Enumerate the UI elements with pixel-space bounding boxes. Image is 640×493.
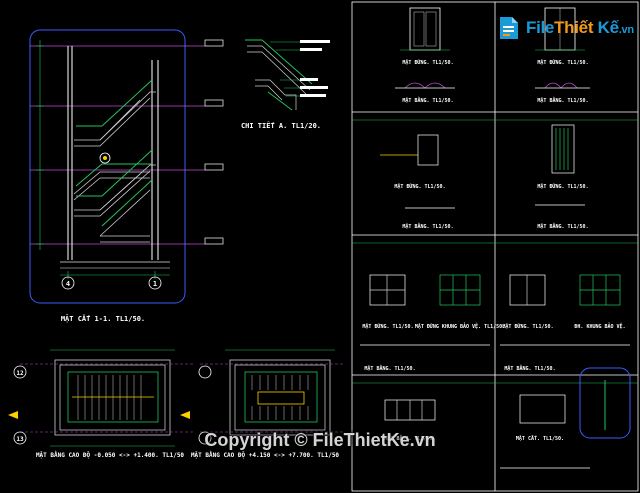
logo-brand-suffix: .vn xyxy=(618,24,634,36)
door-plans xyxy=(395,82,590,89)
sheet-label-mat-bang-1: MẶT BẰNG. TL1/50. xyxy=(402,96,453,104)
section-frame xyxy=(29,29,186,304)
plan-grid-bubbles xyxy=(13,365,212,445)
sheet-headers xyxy=(352,119,638,384)
window-elevations xyxy=(360,274,630,346)
sheet-label-khung-2: ĐH. KHUNG BẢO VỆ. xyxy=(574,322,625,330)
logo-brand-part2: Thiết xyxy=(554,18,594,37)
grid-label-1: 1 xyxy=(153,280,157,288)
plan-low xyxy=(20,349,195,447)
panel-details xyxy=(380,124,585,209)
detail-a-notes xyxy=(300,40,330,97)
bottom-details xyxy=(384,367,631,469)
sheet-label-mat-dung-2: MẶT ĐỨNG. TL1/50. xyxy=(537,59,588,66)
sheet-label-mat-bang-6: MẶT BẰNG. TL1/50. xyxy=(504,364,555,372)
section-level-lines xyxy=(30,45,205,245)
section-arrows xyxy=(8,411,190,419)
level-markers xyxy=(204,39,224,245)
sheet-label-mat-cat: MẶT CẮT. TL1/50. xyxy=(516,435,564,442)
sheet-label-mat-dung-3: MẶT ĐỨNG. TL1/50. xyxy=(394,183,445,190)
sheet-label-mat-dung-6: MẶT ĐỨNG. TL1/50. xyxy=(502,323,553,330)
logo-brand-part1: File xyxy=(526,18,555,37)
sheet-label-mat-dung-5: MẶT ĐỨNG. TL1/50. xyxy=(362,323,413,330)
plan-high-title: MẶT BẰNG CAO ĐỘ +4.150 <-> +7.700. TL1/5… xyxy=(191,451,339,459)
plan-high xyxy=(200,349,345,436)
section-handrails xyxy=(75,79,153,227)
door-elevations xyxy=(400,7,585,51)
section-stair-flights xyxy=(73,91,156,243)
sheet-label-mat-bang-5: MẶT BẰNG. TL1/50. xyxy=(364,364,415,372)
sheet-label-mat-dung-4: MẶT ĐỨNG. TL1/50. xyxy=(537,183,588,190)
sheet-label-mat-bang-7: MẶT BẰNG. TL1/50. xyxy=(384,434,435,442)
section-title: MẶT CẮT 1-1. TL1/50. xyxy=(61,314,145,323)
grid-label-13: 13 xyxy=(16,436,24,443)
filethietke-logo: FileThiết Kế.vn xyxy=(498,10,636,46)
logo-brand-part3: Kế xyxy=(593,18,619,37)
grid-label-12: 12 xyxy=(16,370,24,377)
sheet-grid xyxy=(351,1,639,492)
logo-text: FileThiết Kế.vn xyxy=(526,18,634,38)
detail-a-rails xyxy=(245,39,313,111)
logo-icon xyxy=(498,15,520,41)
section-grid-bubbles xyxy=(61,276,162,290)
grid-label-4: 4 xyxy=(66,280,70,288)
sheet-label-mat-bang-3: MẶT BẰNG. TL1/50. xyxy=(402,222,453,230)
detail-a-callout xyxy=(99,152,111,164)
detail-a-leaders xyxy=(270,41,300,97)
detail-title: CHI TIẾT A. TL1/20. xyxy=(241,121,321,130)
plan-low-title: MẶT BẰNG CAO ĐỘ -0.050 <-> +1.400. TL1/5… xyxy=(36,451,184,459)
copyright-watermark: Copyright © FileThietKe.vn xyxy=(204,430,436,450)
sheet-label-mat-bang-2: MẶT BẰNG. TL1/50. xyxy=(537,96,588,104)
sheet-label-mat-dung-1: MẶT ĐỨNG. TL1/50. xyxy=(402,59,453,66)
section-walls xyxy=(60,46,170,269)
section-dimensions xyxy=(36,40,170,279)
sheet-label-khung-1: MẶT ĐỨNG KHUNG BẢO VỆ. TL1/50. xyxy=(415,322,505,330)
sheet-label-mat-bang-4: MẶT BẰNG. TL1/50. xyxy=(537,222,588,230)
